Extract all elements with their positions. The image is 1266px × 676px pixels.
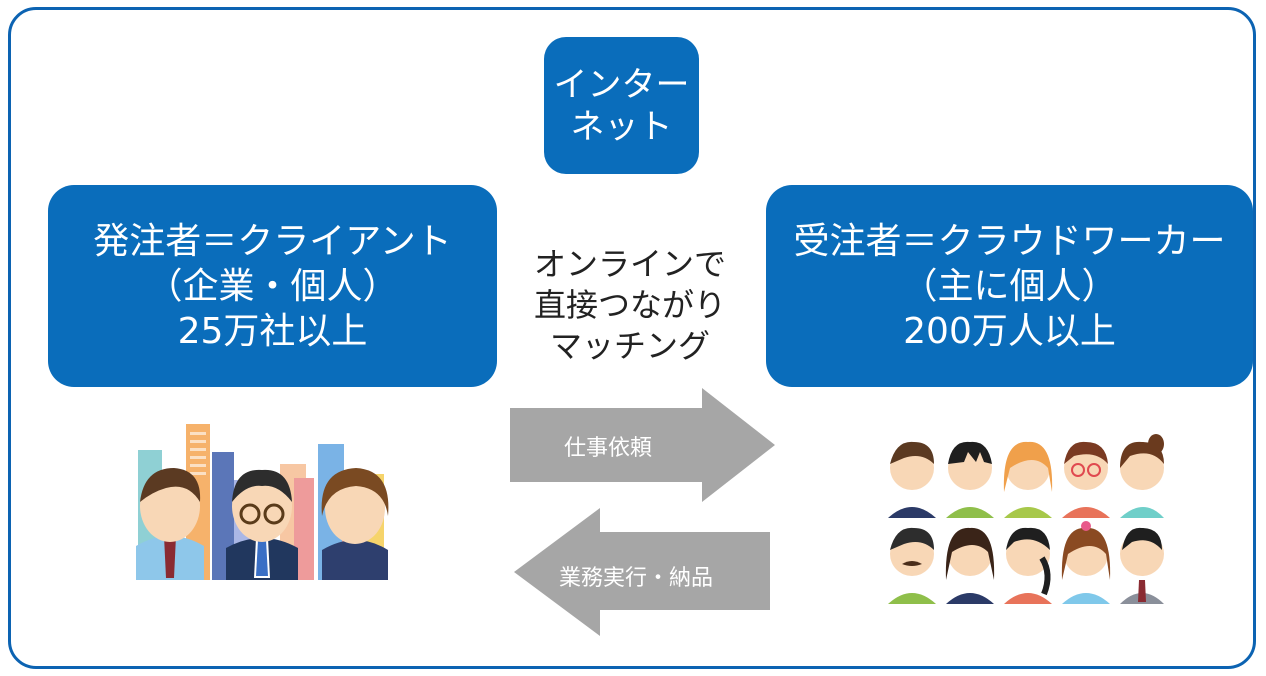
crowd-workers-illustration <box>888 434 1164 604</box>
client-line-1: 発注者＝クライアント <box>93 220 452 262</box>
worker-line-3: 200万人以上 <box>903 310 1116 352</box>
request-arrow <box>510 388 775 502</box>
delivery-arrow-label: 業務実行・納品 <box>559 566 714 591</box>
worker-box: 受注者＝クラウドワーカー （主に個人） 200万人以上 <box>766 185 1253 387</box>
client-box: 発注者＝クライアント （企業・個人） 25万社以上 <box>48 185 497 387</box>
matching-line-1: オンラインで <box>533 245 726 283</box>
matching-line-2: 直接つながり <box>533 286 726 324</box>
client-line-2: （企業・個人） <box>146 265 399 307</box>
company-people-illustration <box>136 424 389 580</box>
worker-line-2: （主に個人） <box>901 265 1118 307</box>
delivery-arrow <box>514 508 770 636</box>
internet-line-2: ネット <box>570 106 673 147</box>
internet-line-1: インター <box>553 64 690 105</box>
matching-label: オンラインで 直接つながり マッチング <box>510 244 750 367</box>
internet-box: インター ネット <box>544 37 699 174</box>
matching-line-3: マッチング <box>549 327 710 365</box>
client-line-3: 25万社以上 <box>177 310 368 352</box>
request-arrow-label: 仕事依頼 <box>564 436 653 461</box>
diagram-frame <box>8 7 1256 669</box>
worker-line-1: 受注者＝クラウドワーカー <box>793 220 1226 262</box>
